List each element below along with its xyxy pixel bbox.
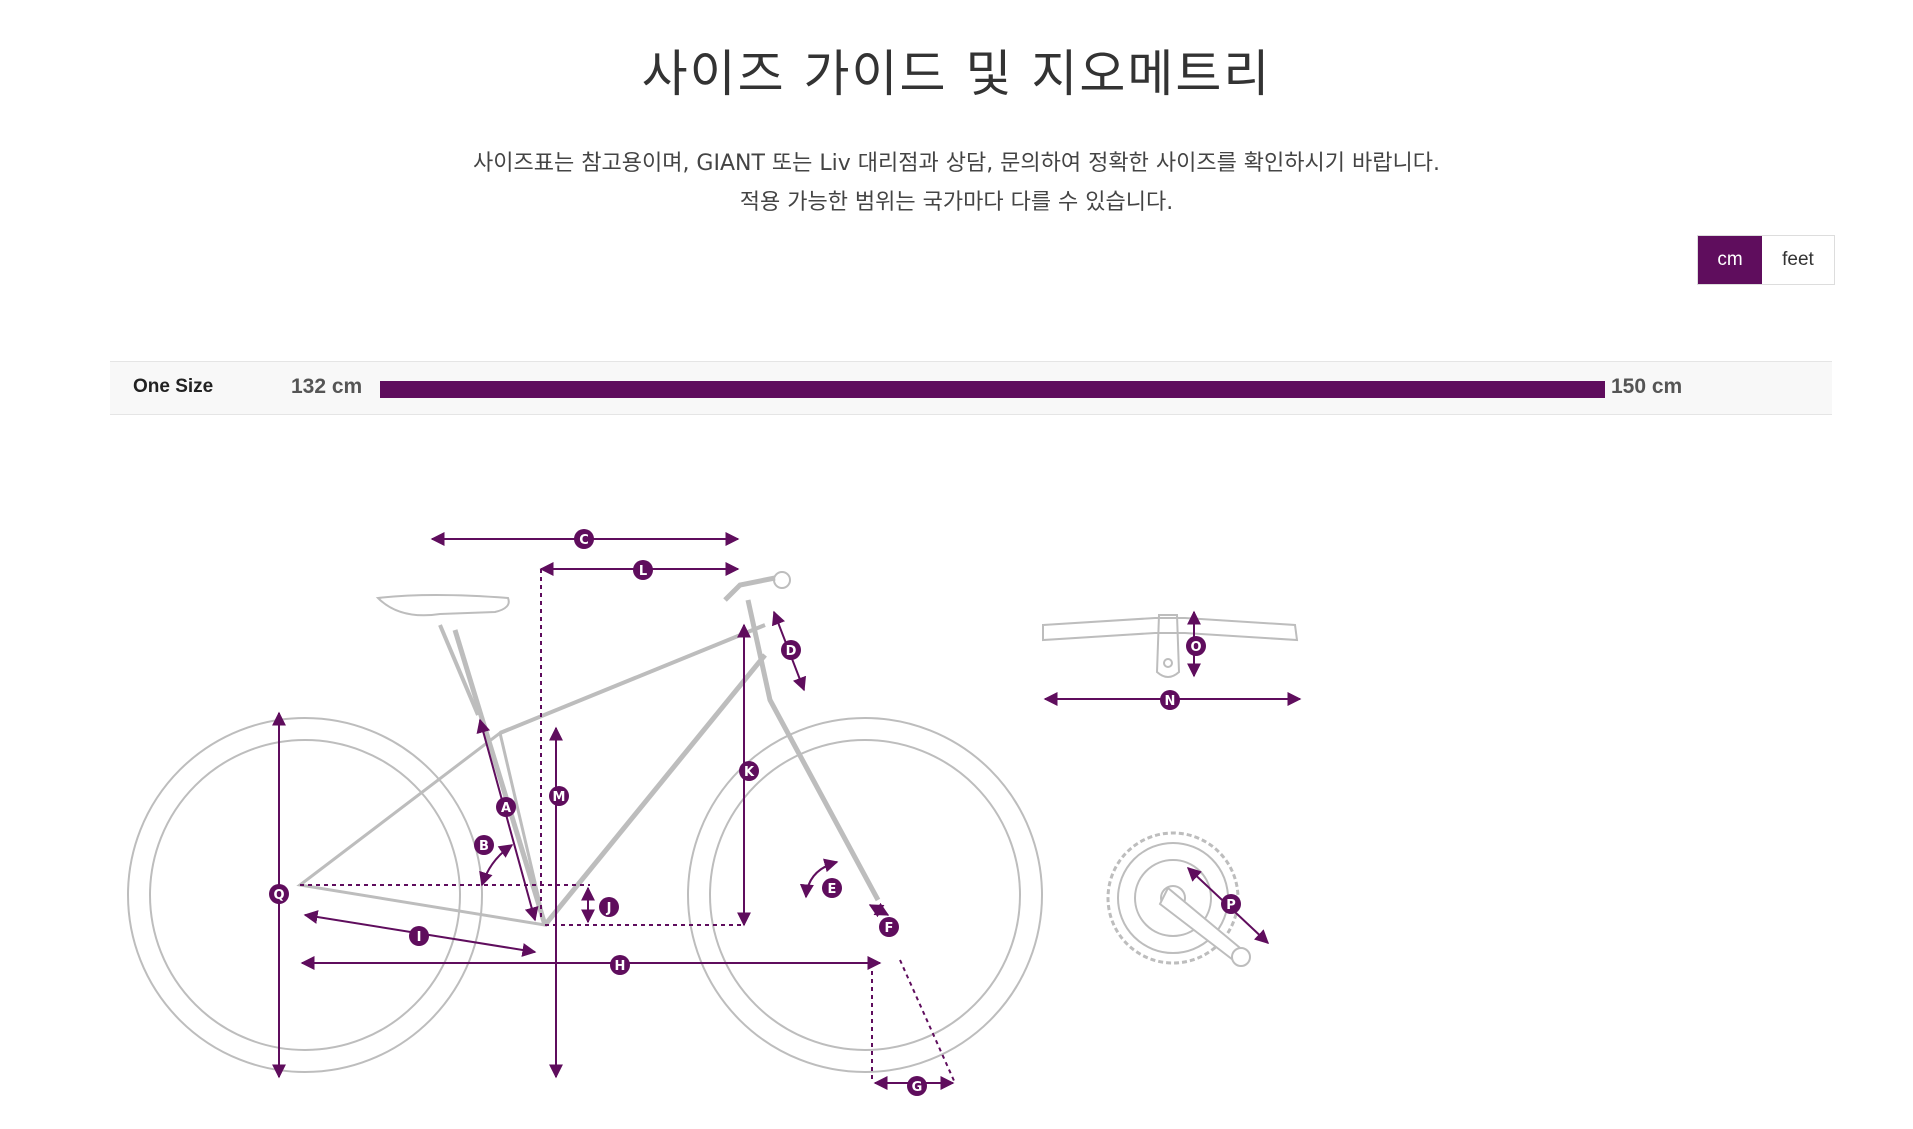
svg-text:P: P (1226, 898, 1236, 913)
badge-n: N (1160, 690, 1180, 710)
badge-j: J (599, 897, 619, 917)
stem-bolt-icon (1163, 658, 1173, 668)
size-range-bar (380, 381, 1605, 398)
down-tube-icon (543, 653, 767, 927)
pedal-spindle-icon (1231, 947, 1251, 967)
dim-g-guide-right (899, 959, 956, 1084)
seat-tube-icon (452, 629, 548, 926)
badge-d: D (781, 640, 801, 660)
svg-text:G: G (912, 1080, 923, 1095)
svg-text:J: J (606, 901, 612, 916)
fork-icon (745, 599, 881, 902)
svg-text:M: M (553, 790, 566, 805)
seatpost-icon (438, 624, 480, 716)
handlebar-icon (1042, 617, 1299, 642)
badge-o: O (1186, 636, 1206, 656)
svg-text:H: H (615, 959, 626, 974)
page-title: 사이즈 가이드 및 지오메트리 (641, 45, 1272, 103)
svg-text:C: C (579, 533, 589, 548)
badge-p: P (1221, 894, 1241, 914)
badge-a: A (496, 797, 516, 817)
svg-text:K: K (744, 765, 755, 780)
badge-h: H (610, 955, 630, 975)
svg-text:A: A (501, 801, 511, 816)
svg-text:F: F (885, 921, 894, 936)
front-tire-icon (687, 717, 1043, 1073)
badge-e: E (822, 878, 842, 898)
badge-i: I (409, 926, 429, 946)
dim-e-arc (799, 858, 839, 899)
size-name: One Size (133, 376, 214, 397)
size-min-height: 132 cm (291, 375, 363, 398)
size-max-height: 150 cm (1611, 375, 1683, 398)
badge-c: C (574, 529, 594, 549)
dimension-lines (272, 532, 956, 1090)
size-guide-region-note: 적용 가능한 범위는 국가마다 다를 수 있습니다. (739, 190, 1174, 215)
svg-text:I: I (417, 930, 422, 945)
stem-clamp-icon (1155, 614, 1181, 678)
svg-text:O: O (1190, 640, 1201, 655)
crankset-detail (1106, 831, 1270, 967)
unit-cm-button[interactable]: cm (1698, 236, 1762, 284)
dim-b-arc (479, 844, 514, 887)
unit-feet-button[interactable]: feet (1762, 236, 1834, 284)
front-rim-icon (709, 739, 1021, 1051)
unit-toggle: cm feet (1697, 235, 1835, 285)
rear-rim-icon (149, 739, 461, 1051)
dimension-badges: A B C D E F G H I J K L M N O P Q (269, 529, 1241, 1096)
svg-text:Q: Q (273, 888, 284, 903)
rear-tire-icon (127, 717, 483, 1073)
dim-a-line (476, 718, 539, 922)
handlebar-detail (1042, 610, 1302, 706)
top-tube-icon (499, 623, 766, 735)
badge-k: K (739, 761, 759, 781)
handlebar-end-icon (773, 571, 791, 589)
dim-f-line (868, 902, 890, 918)
bike-illustration (127, 571, 1043, 1073)
badge-l: L (633, 560, 653, 580)
stem-icon (723, 575, 776, 602)
svg-text:B: B (479, 839, 489, 854)
svg-text:D: D (786, 644, 797, 659)
badge-b: B (474, 835, 494, 855)
badge-f: F (879, 917, 899, 937)
size-range-row: One Size 132 cm 150 cm (110, 361, 1832, 415)
badge-m: M (549, 786, 569, 806)
saddle-icon (375, 594, 510, 617)
size-guide-note: 사이즈표는 참고용이며, GIANT 또는 Liv 대리점과 상담, 문의하여 … (473, 151, 1440, 176)
svg-text:E: E (828, 882, 837, 897)
svg-text:N: N (1165, 694, 1176, 709)
svg-text:L: L (639, 564, 647, 579)
badge-g: G (907, 1076, 927, 1096)
badge-q: Q (269, 884, 289, 904)
